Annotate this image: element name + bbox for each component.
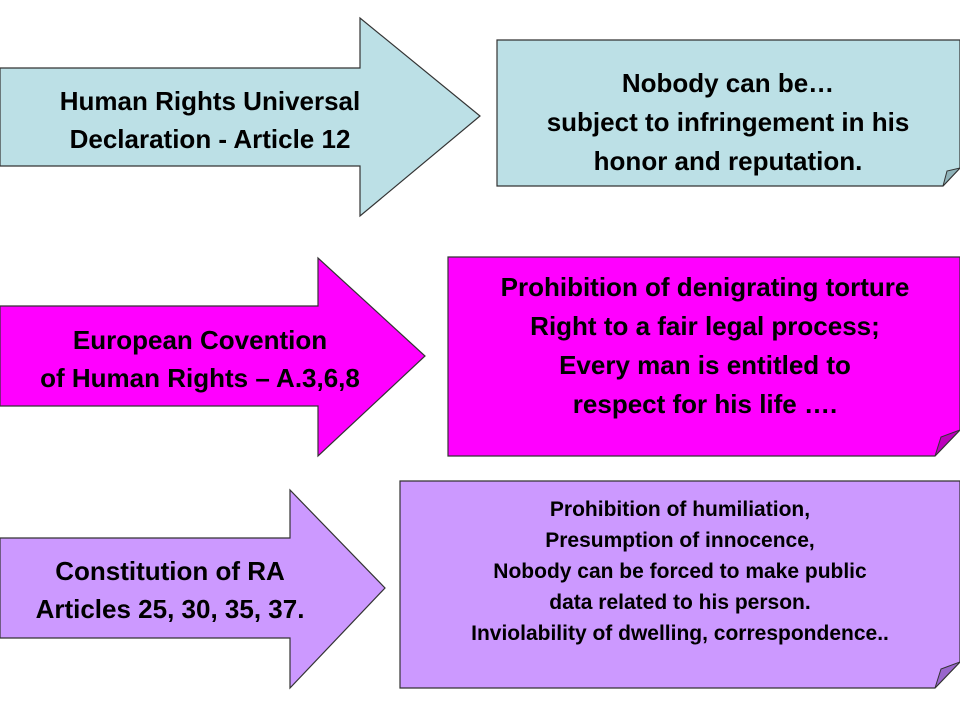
content-line: Nobody can be forced to make public (493, 560, 867, 583)
source-label-echr: European Covention of Human Rights – A.3… (0, 321, 400, 397)
note-fold-constitution (934, 661, 960, 689)
content-line: Right to a fair legal process; (530, 311, 880, 341)
content-line: subject to infringement in his (546, 107, 910, 137)
content-line: Every man is entitled to (559, 350, 851, 380)
content-line: honor and reputation. (593, 146, 863, 176)
source-line: Articles 25, 30, 35, 37. (35, 594, 305, 624)
source-line: Constitution of RA (55, 556, 285, 586)
content-line: Prohibition of denigrating torture (500, 272, 910, 302)
content-line: Presumption of innocence, (545, 529, 815, 552)
content-line: respect for his life …. (572, 389, 838, 419)
source-label-constitution: Constitution of RA Articles 25, 30, 35, … (0, 552, 340, 628)
content-text-constitution: Prohibition of humiliation, Presumption … (402, 494, 958, 649)
content-line: Nobody can be… (621, 68, 835, 98)
note-fold-udhr (942, 167, 960, 187)
content-line: Prohibition of humiliation, (549, 498, 811, 521)
source-line: Human Rights Universal (59, 86, 361, 116)
arrow-udhr (0, 16, 481, 218)
source-line: European Covention (72, 325, 328, 355)
content-text-echr: Prohibition of denigrating torture Right… (450, 268, 960, 424)
content-line: data related to his person. (549, 591, 811, 614)
source-line: Declaration - Article 12 (69, 124, 351, 154)
arrow-echr (0, 256, 426, 458)
content-line: Inviolability of dwelling, correspondenc… (471, 622, 889, 645)
content-text-udhr: Nobody can be… subject to infringement i… (498, 64, 958, 181)
note-fold-echr (934, 429, 960, 457)
source-label-udhr: Human Rights Universal Declaration - Art… (0, 82, 420, 158)
source-line: of Human Rights – A.3,6,8 (40, 363, 360, 393)
arrow-constitution (0, 488, 386, 690)
